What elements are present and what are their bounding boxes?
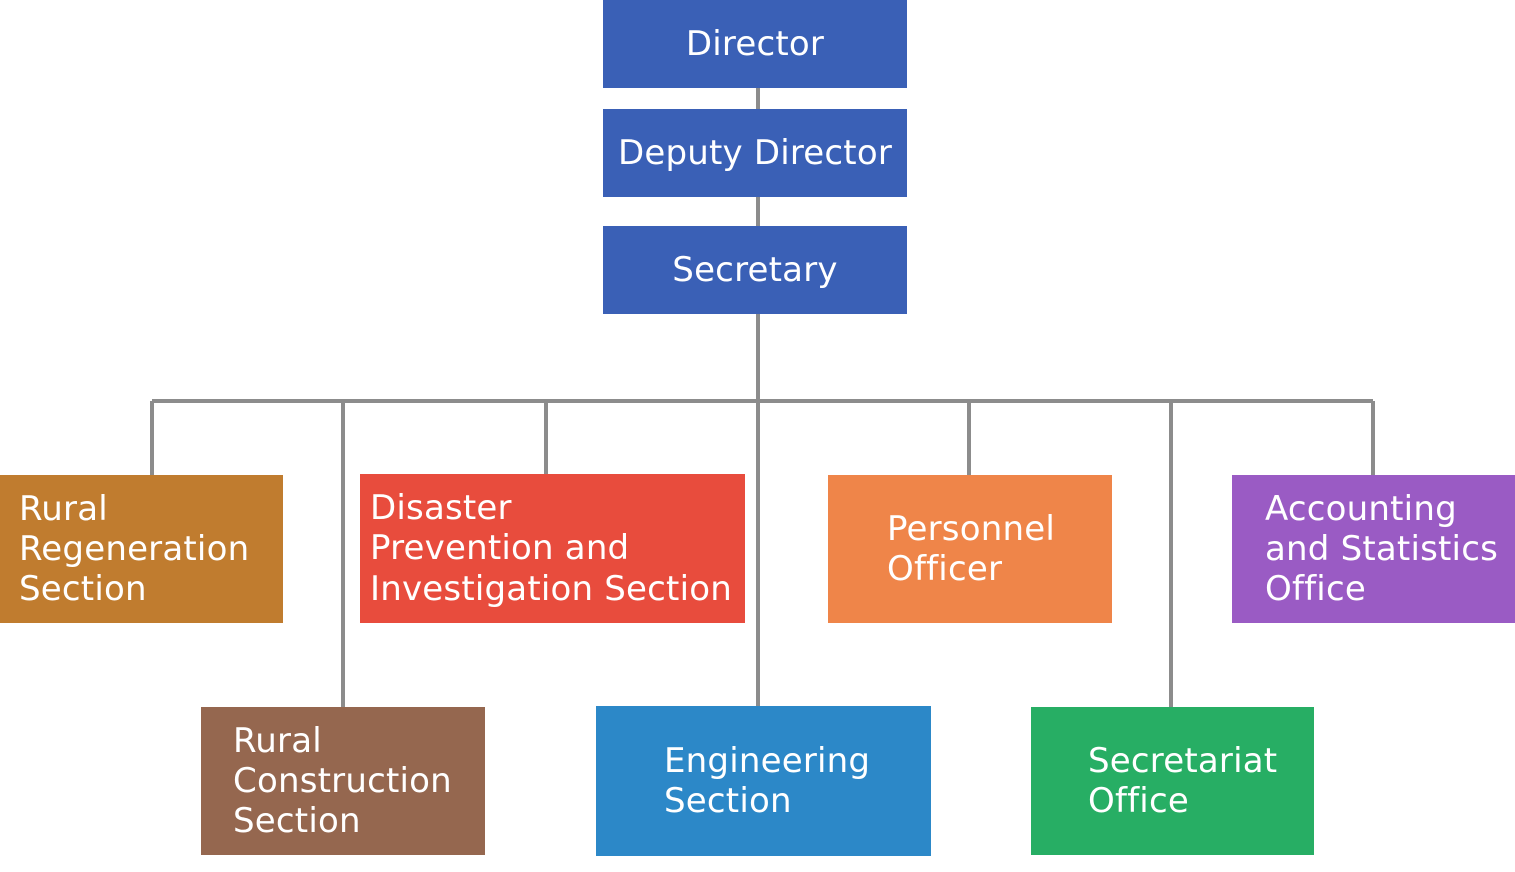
rural-regeneration-section-box: Rural Regeneration Section <box>0 475 283 623</box>
rural-construction-section-label: Rural Construction Section <box>233 720 452 842</box>
rural-construction-section-box: Rural Construction Section <box>201 707 485 855</box>
deputy-director-box: Deputy Director <box>603 109 907 197</box>
director-box: Director <box>603 0 907 88</box>
personnel-officer-label: Personnel Officer <box>887 508 1055 589</box>
director-label: Director <box>685 23 825 64</box>
secretary-label: Secretary <box>672 249 838 290</box>
accounting-statistics-office-label: Accounting and Statistics Office <box>1265 488 1498 610</box>
secretariat-office-box: Secretariat Office <box>1031 707 1314 855</box>
disaster-prevention-section-box: Disaster Prevention and Investigation Se… <box>360 474 745 623</box>
personnel-officer-box: Personnel Officer <box>828 475 1112 623</box>
secretary-box: Secretary <box>603 226 907 314</box>
engineering-section-box: Engineering Section <box>596 706 931 856</box>
engineering-section-label: Engineering Section <box>664 740 871 821</box>
disaster-prevention-section-label: Disaster Prevention and Investigation Se… <box>370 488 732 609</box>
deputy-director-label: Deputy Director <box>617 132 893 173</box>
secretariat-office-label: Secretariat Office <box>1088 740 1278 821</box>
accounting-statistics-office-box: Accounting and Statistics Office <box>1232 475 1515 623</box>
rural-regeneration-section-label: Rural Regeneration Section <box>19 488 250 610</box>
